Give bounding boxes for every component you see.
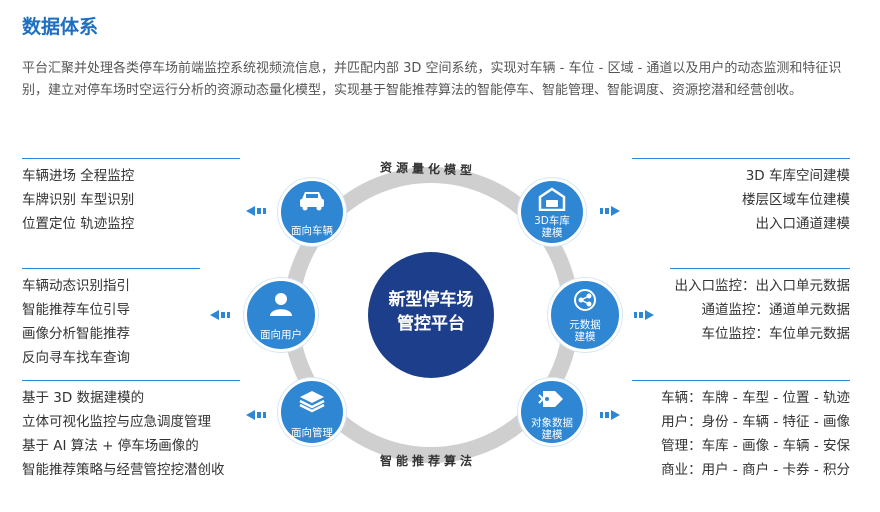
tag-icon (521, 387, 583, 413)
list-item: 管理：车库 - 画像 - 车辆 - 安保 (661, 438, 850, 454)
list-item: 商业：用户 - 商户 - 卡券 - 积分 (661, 462, 850, 478)
arrow-left-icon (246, 206, 266, 216)
intro-paragraph: 平台汇聚并处理各类停车场前端监控系统视频流信息，并匹配内部 3D 空间系统，实现… (22, 61, 842, 98)
car-icon (281, 189, 343, 215)
arrow-right-icon (634, 310, 654, 320)
list-item: 基于 3D 数据建模的 (22, 390, 145, 406)
list-item: 通道监控：通道单元数据 (701, 302, 851, 318)
divider (632, 158, 850, 159)
list-item: 3D 车库空间建模 (745, 168, 850, 184)
arrow-left-icon (210, 310, 230, 320)
node-meta: 元数据 建模 (548, 278, 622, 352)
right-group-garage: 3D 车库空间建模 楼层区域车位建模 出入口通道建模 (632, 158, 850, 236)
node-garage-label2: 建模 (541, 227, 563, 239)
ring-bottom-label: 智能推荐算法 (380, 454, 477, 468)
left-group-vehicle: 车辆进场 全程监控 车牌识别 车型识别 位置定位 轨迹监控 (22, 158, 240, 236)
divider (22, 380, 240, 381)
node-garage-label1: 3D车库 (534, 215, 570, 227)
user-icon (247, 291, 315, 317)
right-group-meta: 出入口监控：出入口单元数据 通道监控：通道单元数据 车位监控：车位单元数据 (650, 268, 850, 346)
list-item: 基于 AI 算法 + 停车场画像的 (22, 438, 199, 454)
center-platform: 新型停车场 管控平台 (368, 252, 494, 378)
ring-top-label: 资源量化模型 (379, 160, 477, 178)
list-item: 智能推荐策略与经营管控挖潜创收 (22, 462, 225, 478)
list-item: 智能推荐车位引导 (22, 302, 130, 318)
divider (670, 268, 850, 269)
node-object: 对象数据 建模 (518, 378, 586, 446)
arrow-left-icon (246, 410, 266, 420)
divider (22, 158, 240, 159)
center-title-line1: 新型停车场 (388, 290, 474, 310)
data-share-icon (551, 287, 619, 313)
node-garage: 3D车库 建模 (518, 178, 586, 246)
list-item: 车辆进场 全程监控 (22, 168, 135, 184)
layers-icon (281, 389, 343, 415)
garage-icon (521, 187, 583, 213)
node-object-label2: 建模 (541, 429, 563, 441)
list-item: 车辆：车牌 - 车型 - 位置 - 轨迹 (661, 390, 850, 406)
list-item: 车位监控：车位单元数据 (701, 326, 851, 342)
left-group-manage: 基于 3D 数据建模的 立体可视化监控与应急调度管理 基于 AI 算法 + 停车… (22, 380, 240, 482)
node-object-label1: 对象数据 (531, 417, 573, 429)
node-user: 面向用户 (244, 278, 318, 352)
node-vehicle: 面向车辆 (278, 178, 346, 246)
center-title-line2: 管控平台 (397, 314, 465, 334)
node-manage: 面向管理 (278, 378, 346, 446)
list-item: 反向寻车找车查询 (22, 350, 130, 366)
node-meta-label2: 建模 (574, 331, 596, 343)
node-vehicle-label: 面向车辆 (291, 225, 333, 237)
list-item: 出入口监控：出入口单元数据 (674, 278, 851, 294)
list-item: 画像分析智能推荐 (22, 326, 130, 342)
list-item: 位置定位 轨迹监控 (22, 216, 135, 232)
divider (632, 380, 850, 381)
list-item: 用户：身份 - 车辆 - 特征 - 画像 (661, 414, 850, 430)
list-item: 楼层区域车位建模 (742, 192, 850, 208)
list-item: 立体可视化监控与应急调度管理 (22, 414, 211, 430)
arrow-right-icon (600, 410, 620, 420)
node-meta-label1: 元数据 (569, 319, 601, 331)
section-title: 数据体系 (22, 16, 99, 38)
node-user-label: 面向用户 (260, 329, 302, 341)
node-manage-label: 面向管理 (291, 427, 333, 439)
list-item: 出入口通道建模 (755, 216, 851, 232)
right-group-object: 车辆：车牌 - 车型 - 位置 - 轨迹 用户：身份 - 车辆 - 特征 - 画… (632, 380, 850, 482)
list-item: 车牌识别 车型识别 (22, 192, 135, 208)
left-group-user: 车辆动态识别指引 智能推荐车位引导 画像分析智能推荐 反向寻车找车查询 (22, 268, 200, 370)
arrow-right-icon (600, 206, 620, 216)
divider (22, 268, 200, 269)
list-item: 车辆动态识别指引 (22, 278, 130, 294)
